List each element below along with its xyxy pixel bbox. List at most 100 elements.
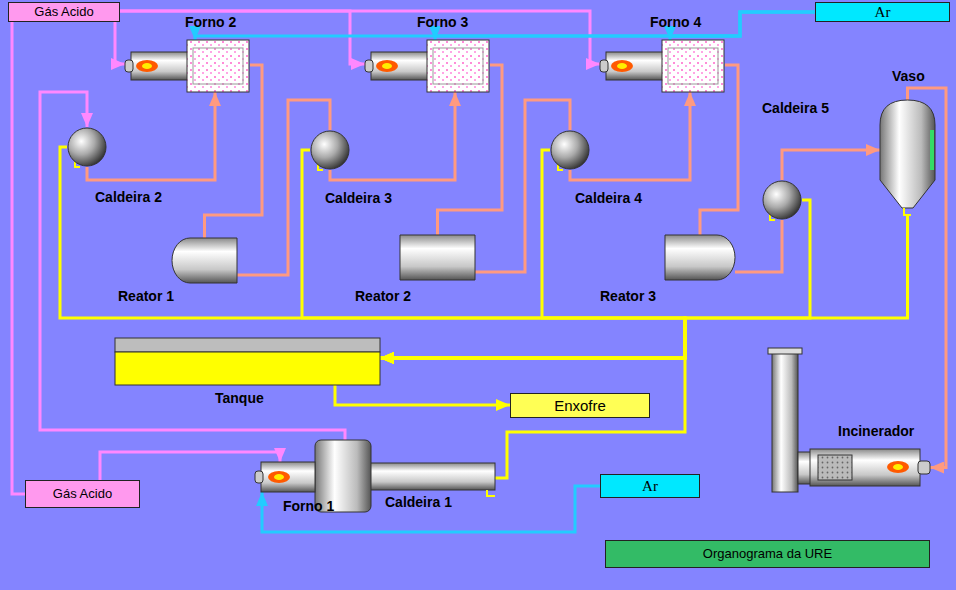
process-line: [60, 147, 685, 358]
refractory-grid: [818, 455, 852, 480]
tank-body: [115, 352, 380, 385]
burner-body: [371, 52, 429, 80]
equipment-label: Forno 1: [283, 498, 334, 514]
process-line: [12, 22, 25, 494]
chamber-inner: [668, 48, 718, 84]
burner-body: [131, 52, 189, 80]
equipment-shape: [550, 130, 590, 170]
furnace: Forno 3: [365, 40, 490, 92]
flame: [887, 461, 909, 473]
process-line: [735, 220, 782, 272]
furnace: Forno 2: [125, 40, 250, 92]
equipment-shape: [310, 130, 350, 170]
product-box: Enxofre: [510, 393, 650, 418]
chimney: [768, 348, 812, 492]
flame-core: [617, 63, 627, 69]
boiler-drum: Caldeira 2: [67, 127, 107, 167]
drum-sphere: [68, 128, 106, 166]
reactor-shell: [665, 235, 735, 280]
equipment-shape: [172, 238, 237, 283]
process-line: [330, 92, 455, 180]
node-label: Gás Acido: [34, 4, 93, 20]
boiler-drum: Caldeira 5: [762, 180, 802, 220]
waste-heat-boiler: Caldeira 1: [315, 440, 495, 512]
equipment-shape: [255, 462, 315, 492]
air-inlet-box: Ar: [600, 474, 700, 498]
reactor-vessel: Reator 1: [172, 238, 237, 283]
flame: [611, 60, 633, 72]
equipment-label: Caldeira 2: [95, 189, 162, 205]
burner-body: [606, 52, 664, 80]
separator-vessel: Vaso: [880, 100, 935, 215]
boiler-drum: Caldeira 3: [310, 130, 350, 170]
node-label: Ar: [642, 478, 658, 494]
incinerator: Incinerador: [810, 445, 930, 490]
process-line: [380, 358, 685, 478]
drum-sphere: [763, 181, 801, 219]
equipment-shape: [67, 127, 107, 167]
equipment-label: Caldeira 4: [575, 190, 642, 206]
node-label: Ar: [875, 4, 891, 20]
boiler-tube: [370, 463, 495, 490]
furnace-chamber: [662, 40, 724, 92]
equipment-shape: [600, 40, 725, 92]
burner-body: [261, 462, 315, 492]
process-line: [262, 486, 600, 532]
equipment-label: Forno 4: [650, 14, 701, 30]
equipment-label: Tanque: [215, 390, 264, 406]
process-line: [475, 100, 570, 272]
node-label: Enxofre: [554, 398, 606, 414]
process-line: [302, 150, 685, 358]
burner-nozzle: [365, 60, 373, 72]
reactor-vessel: Reator 3: [665, 235, 735, 280]
equipment-shape: [125, 40, 250, 92]
air-inlet-box: Ar: [815, 2, 950, 22]
burner-nozzle: [125, 60, 133, 72]
burner-nozzle: [600, 60, 608, 72]
flame-core: [274, 474, 284, 480]
equipment-label: Caldeira 5: [762, 100, 829, 116]
equipment-shape: [365, 40, 490, 92]
process-line: [40, 92, 345, 440]
furnace-chamber: [187, 40, 249, 92]
furnace: Forno 1: [255, 462, 315, 492]
equipment-label: Reator 3: [600, 288, 656, 304]
process-line: [237, 100, 330, 275]
caption-box: Organograma da URE: [605, 540, 930, 568]
process-line: [380, 150, 685, 358]
equipment-shape: [665, 235, 735, 280]
equipment-label: Forno 3: [417, 14, 468, 30]
process-line: [435, 12, 815, 40]
process-line: [87, 92, 215, 180]
burner-nozzle: [918, 461, 930, 474]
equipment-shape: [400, 235, 475, 280]
process-line: [570, 92, 690, 180]
equipment-label: Forno 2: [185, 14, 236, 30]
process-line: [195, 12, 815, 40]
flame: [268, 471, 290, 483]
incinerator-body: [810, 449, 920, 486]
furnace: Forno 4: [600, 40, 725, 92]
gas-inlet-box: Gás Acido: [8, 2, 120, 22]
process-line: [380, 200, 810, 358]
process-line: [100, 452, 280, 480]
equipment-shape: [115, 338, 380, 385]
flame: [136, 60, 158, 72]
node-label: Gás Acido: [53, 486, 112, 502]
vessel-shell: [880, 100, 935, 208]
sulfur-tank: Tanque: [115, 338, 380, 385]
node-label: Organograma da URE: [703, 546, 832, 562]
process-line: [782, 150, 880, 180]
process-line: [380, 215, 908, 358]
reactor-vessel: Reator 2: [400, 235, 475, 280]
process-line: [335, 385, 510, 405]
flame-core: [893, 464, 903, 470]
burner-nozzle: [255, 471, 263, 483]
equipment-label: Reator 2: [355, 288, 411, 304]
tank-top: [115, 338, 380, 352]
equipment-label: Caldeira 3: [325, 190, 392, 206]
flame: [376, 60, 398, 72]
boiler-drum: Caldeira 4: [550, 130, 590, 170]
sight-glass: [930, 130, 934, 170]
